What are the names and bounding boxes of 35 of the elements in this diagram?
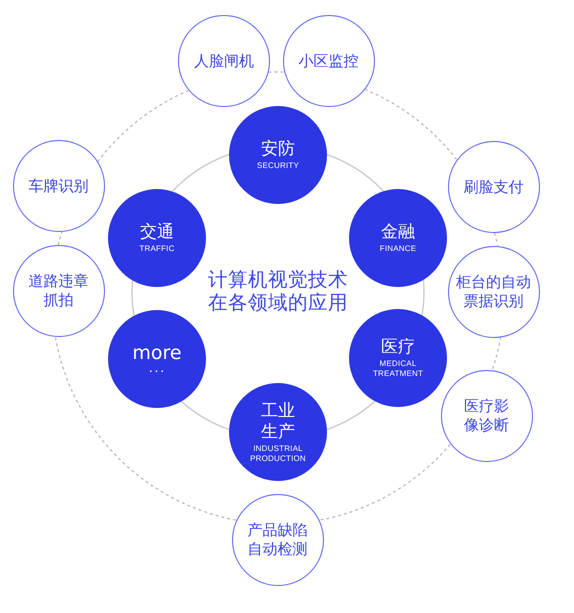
- dashed-connector: [364, 88, 458, 160]
- node-label: more: [132, 343, 182, 364]
- node-label: 产品缺陷自动检测: [246, 521, 308, 559]
- connector-line: [326, 400, 376, 430]
- node-label: 刷脸支付: [464, 178, 524, 196]
- connector-line: [172, 154, 230, 192]
- center-title: 计算机视觉技术在各领域的应用: [207, 268, 350, 314]
- node-sublabel: TRAFFIC: [139, 244, 175, 254]
- node-sublabel: MEDICAL TREATMENT: [372, 359, 424, 379]
- node-sublabel: ···: [148, 365, 166, 375]
- dashed-connector: [58, 232, 62, 246]
- connector-line: [131, 280, 135, 316]
- node-label: 柜台的自动票据识别: [455, 272, 532, 310]
- dashed-connector: [268, 71, 284, 73]
- node-label: 道路违章抓拍: [28, 272, 90, 310]
- node-label: 医疗影像诊断: [463, 397, 510, 435]
- dashed-connector: [318, 444, 451, 521]
- node-sublabel: FINANCE: [380, 244, 416, 254]
- node-label: 工业生产: [260, 400, 296, 442]
- node-label: 车牌识别: [28, 176, 88, 196]
- node-label: 交通: [140, 222, 174, 243]
- node-label: 安防: [261, 139, 295, 160]
- connector-line: [421, 280, 425, 316]
- node-sublabel: INDUSTRIAL PRODUCTION: [249, 444, 307, 464]
- dashed-connector: [97, 90, 189, 162]
- dashed-connector: [494, 232, 498, 246]
- node-label: 金融: [381, 222, 415, 243]
- node-label: 小区监控: [298, 52, 358, 70]
- connector-line: [326, 154, 384, 192]
- node-label: 医疗: [381, 337, 415, 358]
- dashed-connector: [54, 336, 236, 521]
- node-label: 人脸闸机: [194, 52, 254, 70]
- connector-line: [181, 400, 230, 430]
- node-sublabel: SECURITY: [256, 161, 300, 171]
- dashed-connector: [492, 336, 502, 371]
